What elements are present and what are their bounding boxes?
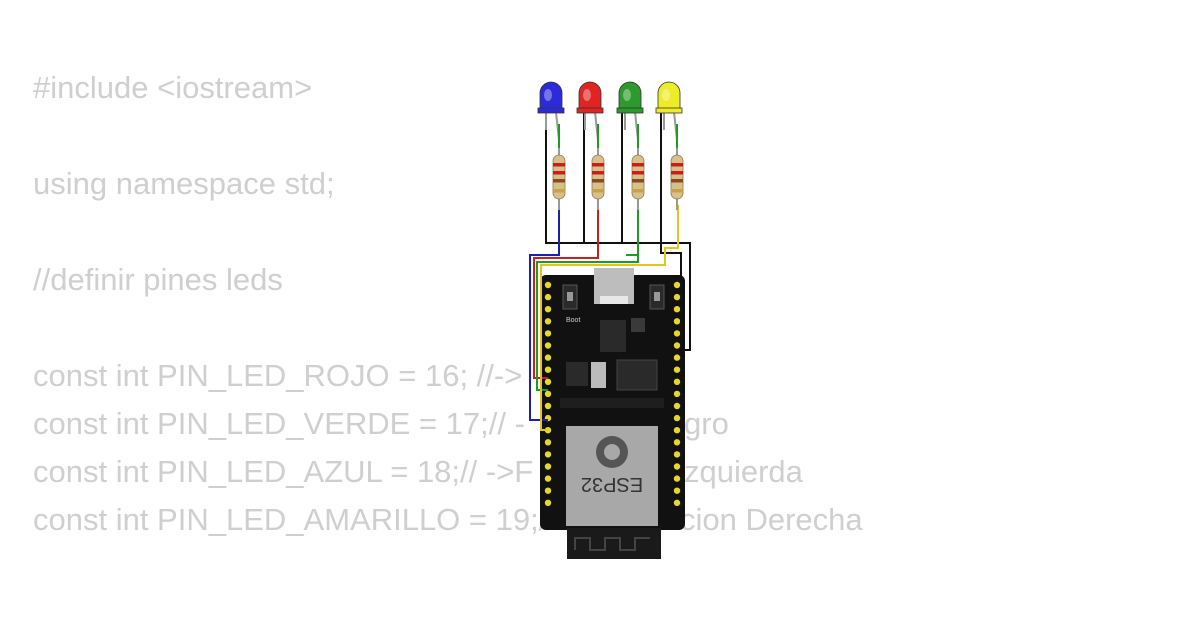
pin-CMD[interactable] xyxy=(544,487,552,494)
pin-27[interactable] xyxy=(544,402,552,410)
pin-21[interactable] xyxy=(673,342,681,349)
pin-GND[interactable] xyxy=(673,354,681,361)
led-yellow[interactable] xyxy=(657,81,681,111)
pin-VN[interactable] xyxy=(544,318,552,325)
pin-35[interactable] xyxy=(544,342,552,349)
pin-D2[interactable] xyxy=(544,463,552,470)
right-pin-header xyxy=(673,281,681,506)
pin-25[interactable] xyxy=(544,378,552,385)
regulator-chip xyxy=(566,362,588,386)
pin-D1[interactable] xyxy=(673,475,681,482)
pin-EN[interactable] xyxy=(544,293,552,301)
pin-33[interactable] xyxy=(544,366,552,373)
wires xyxy=(529,110,691,431)
pin-GND[interactable] xyxy=(673,281,681,289)
led-blue[interactable] xyxy=(539,81,563,111)
pin-D0[interactable] xyxy=(673,487,681,494)
pin-3V3[interactable] xyxy=(544,281,552,289)
pin-23[interactable] xyxy=(673,293,681,301)
usb-uart-chip xyxy=(600,320,626,352)
yellow-wire xyxy=(540,205,679,431)
blue-led-circuit[interactable] xyxy=(537,81,566,210)
chip-label: ESP32 xyxy=(581,473,643,495)
pin-D3[interactable] xyxy=(544,475,552,482)
pin-34[interactable] xyxy=(544,330,552,337)
pin-5V[interactable] xyxy=(544,499,552,506)
pin-RX[interactable] xyxy=(673,330,681,337)
pin-16[interactable] xyxy=(673,414,681,422)
pin-32[interactable] xyxy=(544,354,552,361)
red-wire xyxy=(533,205,599,379)
yellow-led-circuit[interactable] xyxy=(655,81,684,210)
green-led-circuit[interactable] xyxy=(616,81,645,210)
red-led-circuit[interactable] xyxy=(576,81,605,210)
pin-4[interactable] xyxy=(673,427,681,434)
pin-GND[interactable] xyxy=(544,439,552,446)
pin-26[interactable] xyxy=(544,390,552,398)
esp32-board[interactable]: Boot ESP32 xyxy=(540,268,685,559)
pin-13[interactable] xyxy=(544,451,552,458)
boot-label: Boot xyxy=(566,317,580,324)
led-green[interactable] xyxy=(618,81,642,111)
led-red[interactable] xyxy=(578,81,602,111)
gnd-wire xyxy=(545,110,691,351)
pin-17[interactable] xyxy=(673,402,681,410)
pin-18[interactable] xyxy=(673,378,681,385)
pin-CLK[interactable] xyxy=(673,499,681,506)
pin-19[interactable] xyxy=(673,366,681,373)
blue-wire xyxy=(529,205,560,421)
pin-5[interactable] xyxy=(673,390,681,398)
pin-TX[interactable] xyxy=(673,318,681,325)
pin-15[interactable] xyxy=(673,463,681,470)
pin-2[interactable] xyxy=(673,451,681,458)
antenna xyxy=(567,528,661,559)
pin-VP[interactable] xyxy=(544,306,552,313)
pin-0[interactable] xyxy=(673,439,681,446)
pin-22[interactable] xyxy=(673,306,681,313)
